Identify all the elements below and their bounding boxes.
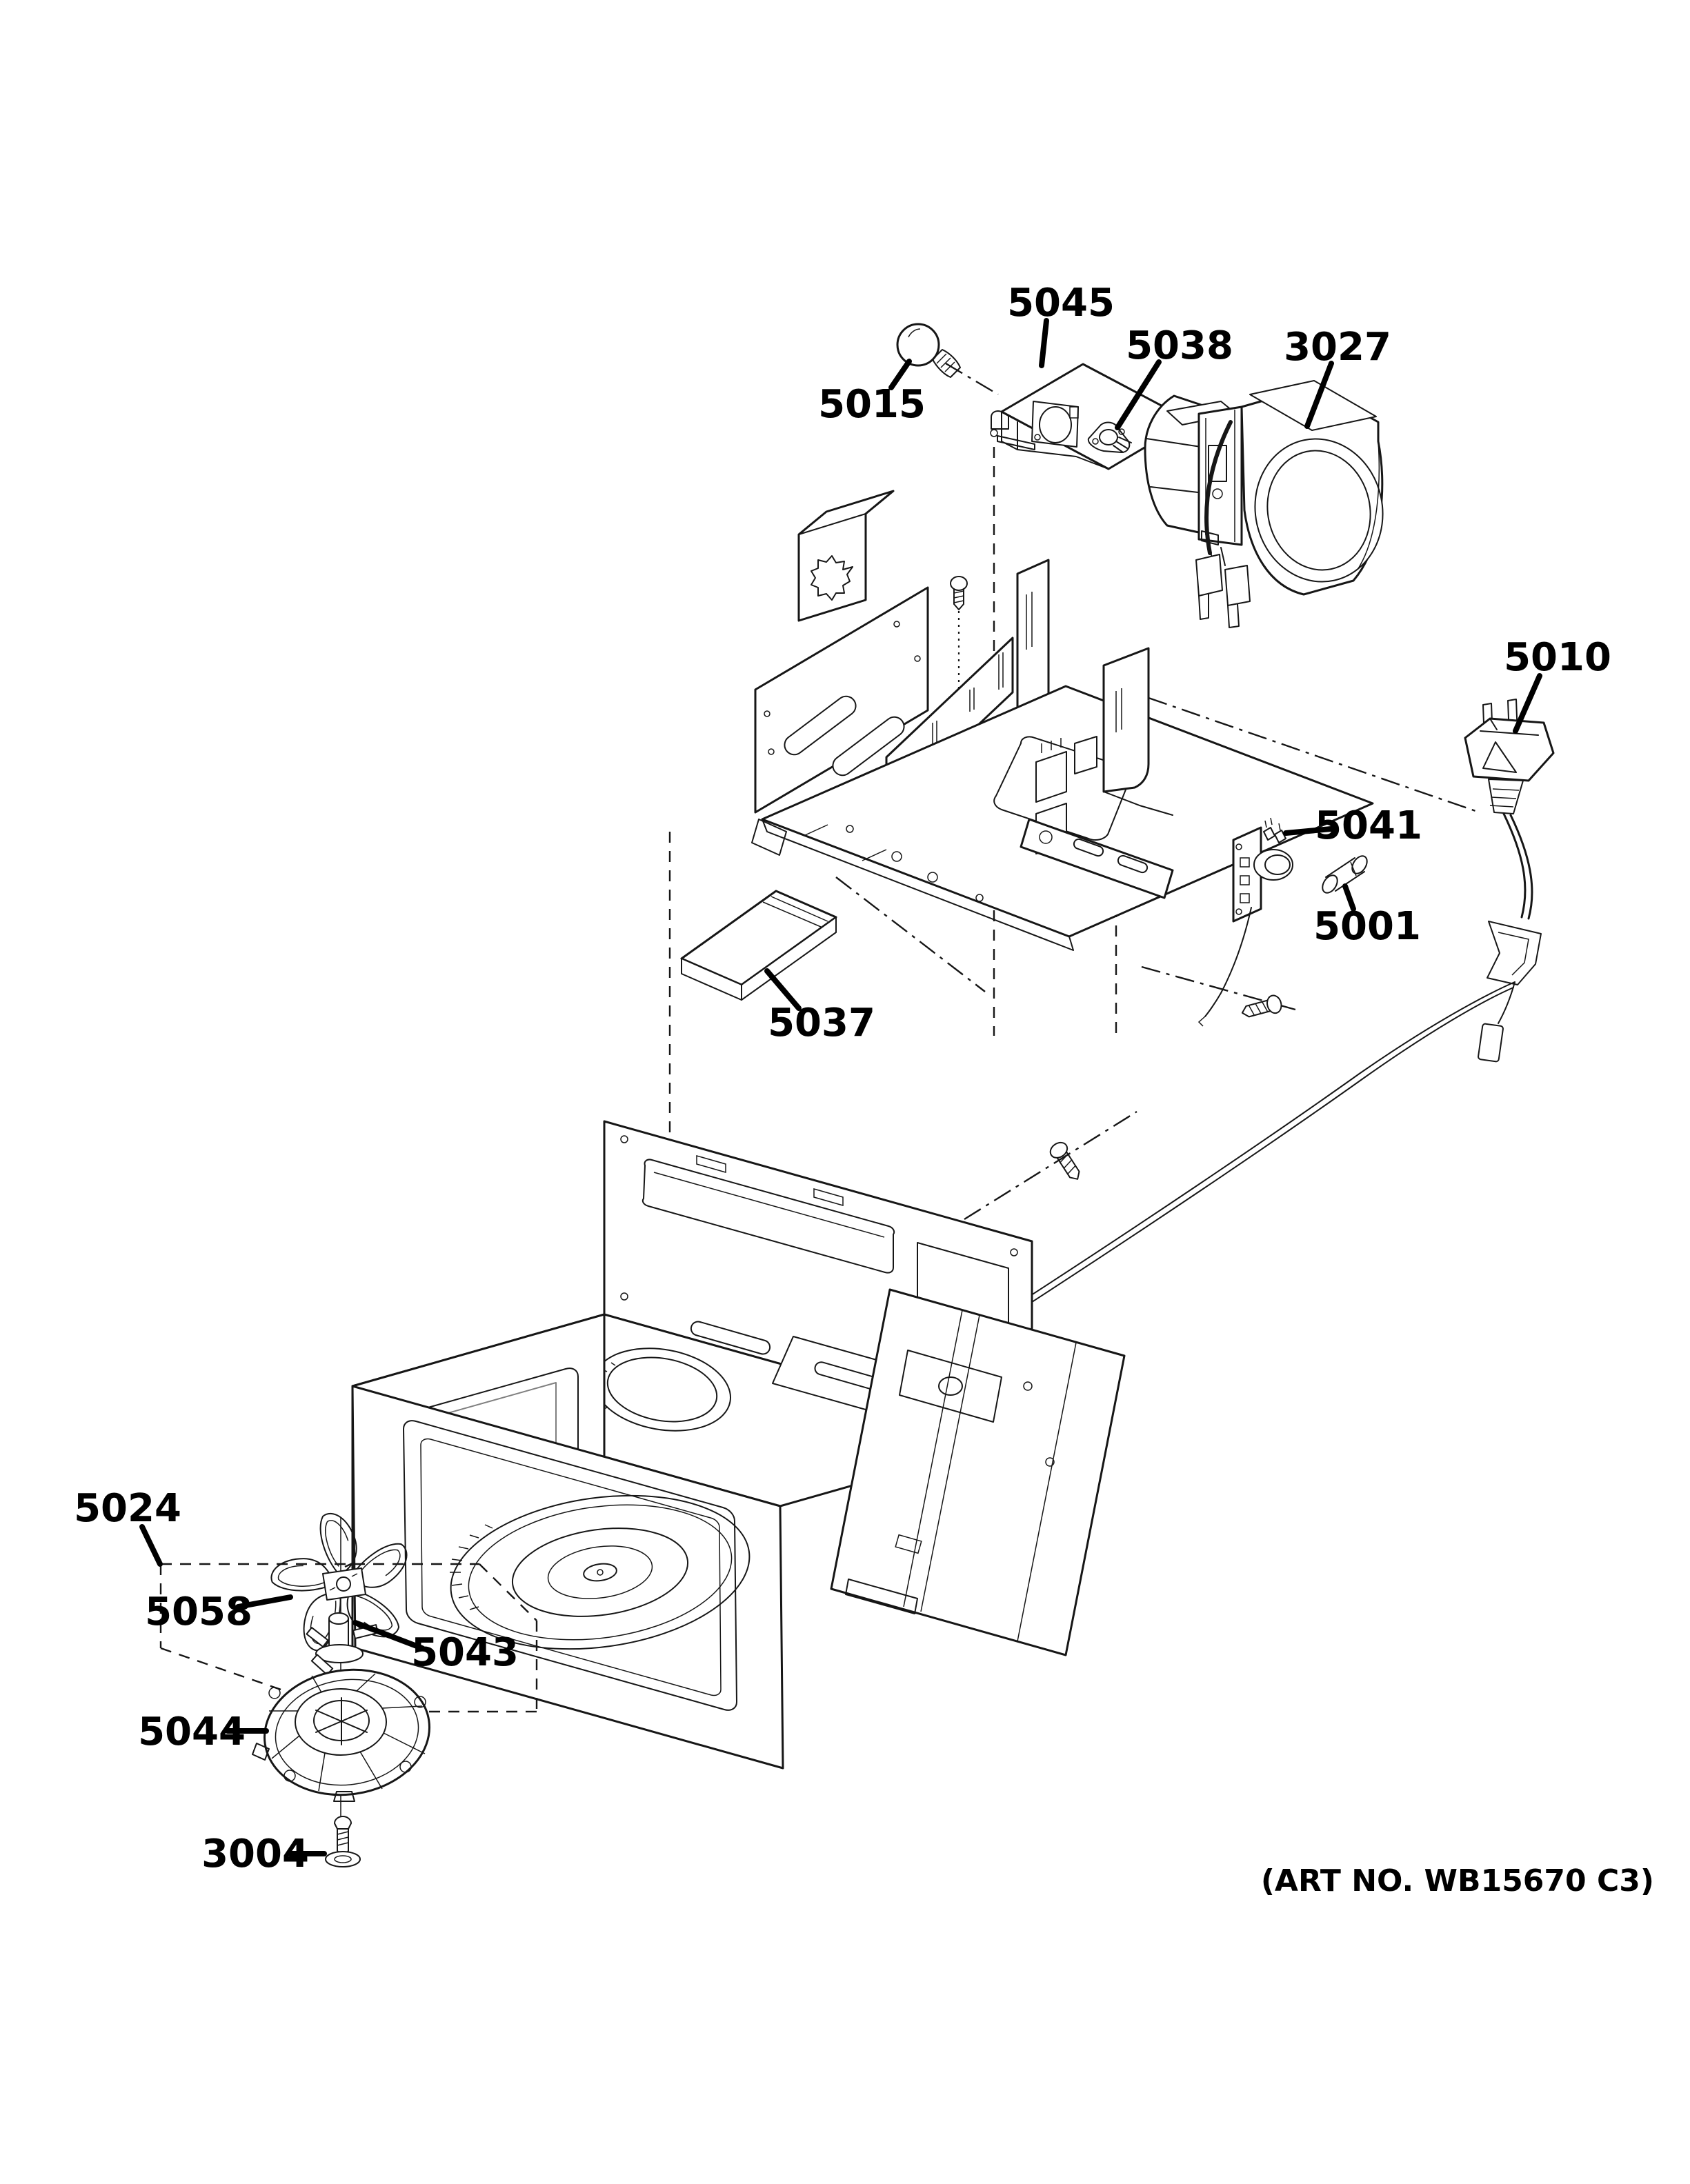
screw-cavity-top <box>1049 1141 1080 1180</box>
callout-5038: 5038 <box>1126 323 1233 368</box>
lamp-housing-cover <box>990 363 1191 470</box>
lamp-socket <box>1087 421 1132 453</box>
callout-5010: 5010 <box>1504 635 1611 680</box>
art-number: (ART NO. WB15670 C3) <box>1261 1863 1654 1899</box>
callout-5044: 5044 <box>138 1710 246 1754</box>
callout-5001: 5001 <box>1313 904 1421 949</box>
callout-5043: 5043 <box>411 1630 519 1675</box>
screw-vertical <box>950 576 968 610</box>
callout-leader-lines <box>139 318 1542 1856</box>
callout-3027: 3027 <box>1284 325 1391 370</box>
fuse <box>1322 855 1368 894</box>
callout-5024: 5024 <box>74 1486 181 1531</box>
callout-5058: 5058 <box>145 1590 252 1634</box>
blower-motor-assembly <box>1144 380 1384 628</box>
fan-mount-ring <box>252 1668 430 1802</box>
oven-cavity <box>351 1120 1126 1770</box>
callout-5041: 5041 <box>1315 803 1422 848</box>
thermostat <box>1197 817 1293 1027</box>
callout-labels: 5015 5045 5038 3027 5010 5041 5001 5037 … <box>74 281 1611 1876</box>
power-cord <box>1001 699 1555 1321</box>
callout-3004: 3004 <box>201 1832 309 1876</box>
charcoal-filter <box>680 890 837 1001</box>
lamp-bulb <box>896 323 961 378</box>
fan-mounting-screw <box>325 1816 361 1867</box>
screw-thermostat <box>1241 994 1282 1018</box>
exhaust-duct-assembly <box>751 490 1374 951</box>
mounting-screws <box>950 576 1282 1180</box>
fan-coupler <box>306 1612 379 1676</box>
callout-5045: 5045 <box>1007 281 1115 325</box>
callout-5015: 5015 <box>818 382 926 427</box>
stirrer-fan-assembly <box>159 1511 538 1867</box>
callout-5037: 5037 <box>768 1001 875 1045</box>
